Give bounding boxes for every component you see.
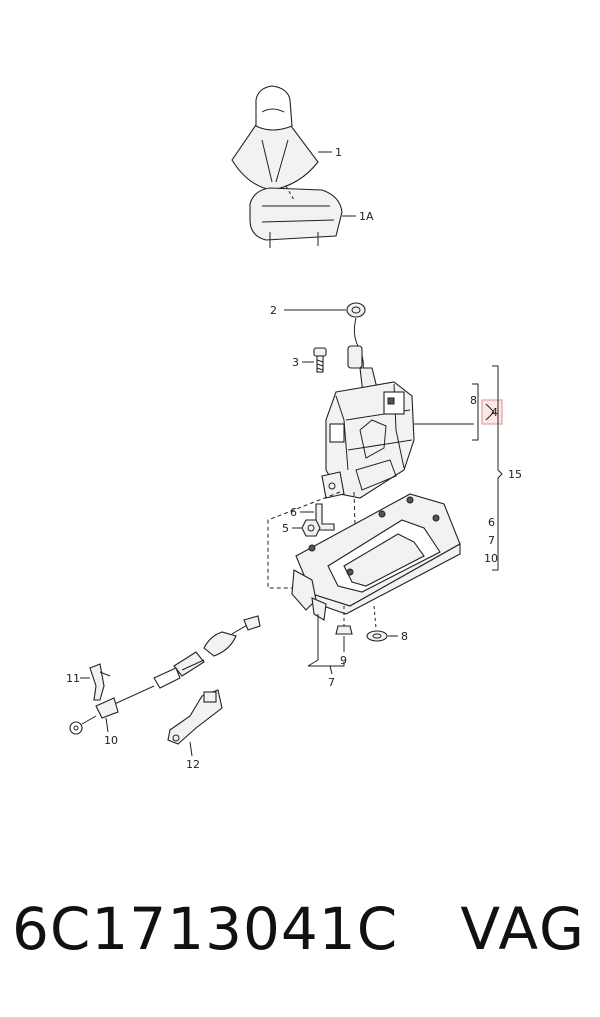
base-housing bbox=[291, 493, 461, 621]
callout-8-upper: 8 bbox=[470, 394, 477, 407]
callout-4: 4 bbox=[491, 406, 498, 419]
nut-part bbox=[301, 519, 321, 537]
callout-9: 9 bbox=[340, 654, 347, 667]
selector-mechanism bbox=[321, 381, 415, 499]
shift-bezel-frame bbox=[249, 187, 343, 248]
callout-2: 2 bbox=[270, 304, 277, 317]
exploded-parts-diagram: 1 1A 2 3 bbox=[66, 85, 522, 771]
lever-arm bbox=[167, 689, 223, 745]
clip-part bbox=[346, 302, 366, 318]
lower-fasteners bbox=[335, 605, 388, 642]
bolt-part bbox=[313, 347, 327, 373]
highlight-box-4 bbox=[481, 399, 503, 425]
callout-10: 10 bbox=[104, 734, 118, 747]
shift-cable bbox=[69, 615, 261, 735]
retaining-clip bbox=[89, 663, 111, 701]
callout-11: 11 bbox=[66, 672, 80, 685]
callout-5: 5 bbox=[282, 522, 289, 535]
part-number: 6C1713041C bbox=[12, 895, 399, 963]
callout-8-lower: 8 bbox=[401, 630, 408, 643]
callout-15: 15 bbox=[508, 468, 522, 481]
callout-3: 3 bbox=[292, 356, 299, 369]
callout-6: 6 bbox=[290, 506, 297, 519]
callout-1a: 1A bbox=[359, 210, 374, 223]
gear-knob-boot bbox=[231, 85, 319, 191]
group-6: 6 bbox=[488, 516, 495, 529]
callout-1: 1 bbox=[335, 146, 342, 159]
brand-label: VAG bbox=[460, 895, 586, 963]
group-10: 10 bbox=[484, 552, 498, 565]
group-7: 7 bbox=[488, 534, 495, 547]
callout-7: 7 bbox=[328, 676, 335, 689]
callout-12: 12 bbox=[186, 758, 200, 771]
